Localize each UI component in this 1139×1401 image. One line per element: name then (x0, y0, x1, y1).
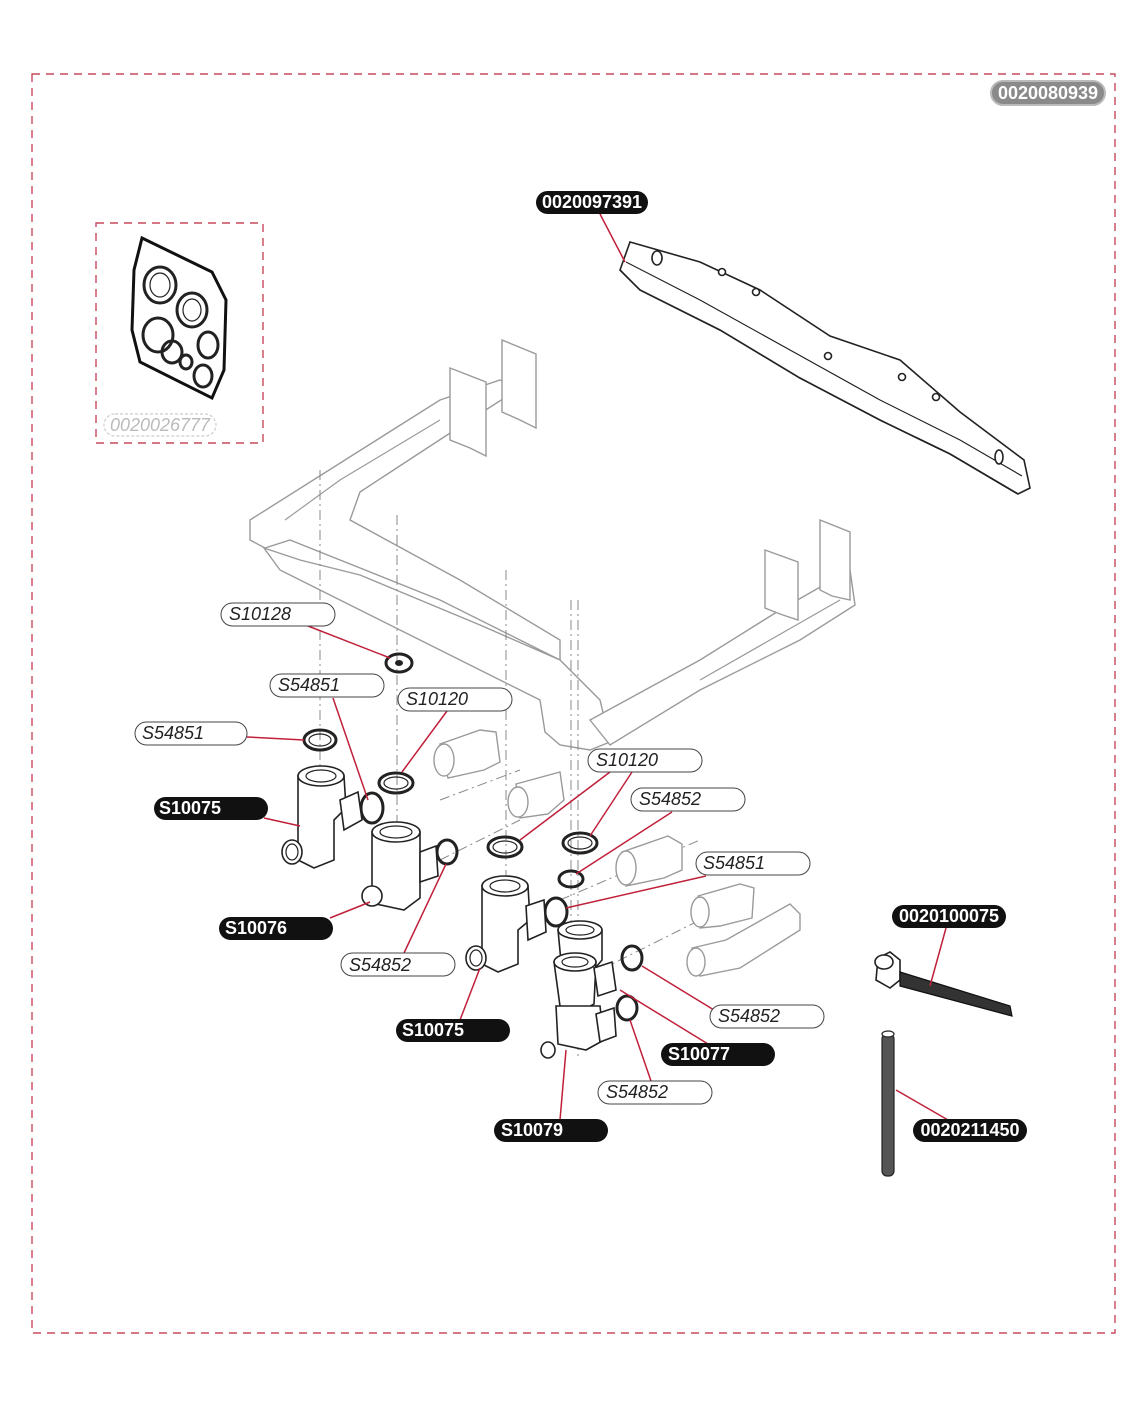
valve-s10075-b (465, 875, 547, 973)
seal-ring-icon (359, 791, 385, 825)
seal-ring-icon (561, 831, 599, 855)
washer-center-icon (395, 660, 403, 666)
threaded-rod (881, 1030, 895, 1177)
svg-text:S10120: S10120 (596, 750, 658, 770)
svg-text:S54851: S54851 (703, 853, 765, 873)
part-labels: 0020097391 S10075 S10076 S10075 S10077 S… (134, 191, 1027, 1142)
valve-s10076 (361, 821, 439, 911)
svg-text:S10120: S10120 (406, 689, 468, 709)
seal-ring-icon (615, 994, 639, 1022)
seal-kit-frame (95, 222, 264, 444)
label-s54852-c: S54852 (709, 1004, 825, 1029)
seal-ring-icon (543, 896, 569, 928)
svg-text:S10076: S10076 (225, 918, 287, 938)
assembly-code-text: 0020080939 (998, 83, 1098, 103)
svg-text:S54852: S54852 (606, 1082, 668, 1102)
label-s54852-a: S54852 (630, 787, 746, 812)
label-s10120-b: S10120 (587, 748, 703, 773)
seal-ring-icon (435, 838, 459, 866)
label-s54852-b: S54852 (340, 952, 456, 977)
valve-s10077-s10079 (540, 920, 617, 1059)
seal-kit-bag-icon (130, 235, 228, 401)
label-s10079: S10079 (494, 1119, 608, 1142)
label-s10120-a: S10120 (397, 687, 513, 712)
seal-kit-code-text: 0020026777 (110, 415, 211, 435)
svg-text:S10075: S10075 (402, 1020, 464, 1040)
svg-text:S10075: S10075 (159, 798, 221, 818)
seal-kit-inset: 0020026777 (95, 222, 264, 444)
svg-text:S54851: S54851 (278, 675, 340, 695)
svg-text:S10077: S10077 (668, 1044, 730, 1064)
label-s10128: S10128 (220, 602, 336, 627)
svg-text:S54852: S54852 (639, 789, 701, 809)
label-s10076: S10076 (219, 917, 333, 940)
label-s54851-b: S54851 (269, 673, 385, 698)
seal-ring-icon (486, 835, 524, 859)
svg-text:S10079: S10079 (501, 1120, 563, 1140)
label-s54852-d: S54852 (597, 1080, 713, 1105)
label-rod: 0020211450 (913, 1119, 1027, 1142)
svg-text:S54851: S54851 (142, 723, 204, 743)
label-s54851-c: S54851 (695, 851, 811, 876)
seal-ring-icon (377, 771, 415, 795)
svg-text:S10128: S10128 (229, 604, 291, 624)
svg-text:S54852: S54852 (718, 1006, 780, 1026)
svg-text:0020211450: 0020211450 (920, 1120, 1019, 1140)
assembly-code-badge: 0020080939 (990, 80, 1106, 106)
label-bolt: 0020100075 (892, 905, 1006, 928)
label-s10075-b: S10075 (396, 1019, 510, 1042)
label-rail: 0020097391 (536, 191, 648, 214)
union-fittings (433, 729, 801, 977)
svg-text:0020100075: 0020100075 (899, 906, 999, 926)
mounting-frame (249, 338, 856, 751)
seal-ring-icon (620, 944, 644, 972)
washer-icon (384, 652, 414, 674)
valve-s10075-a (281, 765, 363, 869)
elbow-bolt (874, 951, 1013, 1017)
seal-ring-icon (557, 869, 585, 889)
svg-text:S54852: S54852 (349, 955, 411, 975)
label-s54851-a: S54851 (134, 721, 248, 746)
valve-parts (281, 652, 1013, 1177)
svg-text:0020097391: 0020097391 (542, 192, 642, 212)
label-s10077: S10077 (661, 1043, 775, 1066)
mounting-rail (619, 241, 1031, 495)
outer-dashed-frame (31, 73, 1116, 1334)
seal-kit-code-badge: 0020026777 (103, 413, 217, 437)
label-s10075-a: S10075 (154, 797, 268, 820)
leader-lines (246, 213, 949, 1121)
